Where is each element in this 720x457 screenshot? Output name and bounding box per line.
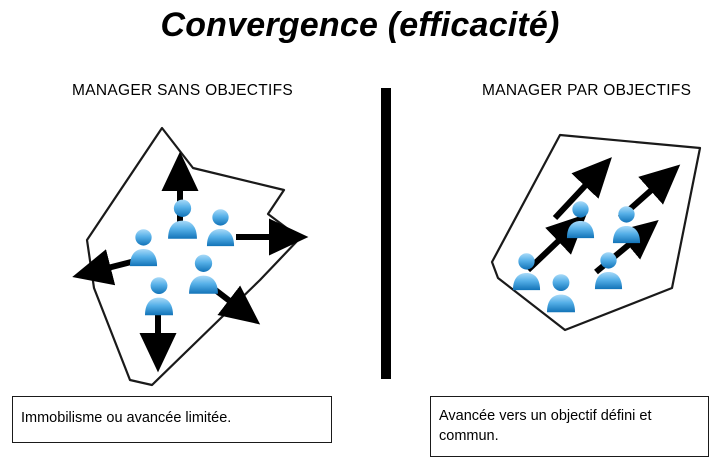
person-icon [168,199,197,239]
left-polygon-outline [85,126,302,387]
left-caption-box: Immobilisme ou avancée limitée. [12,396,332,443]
right-panel-heading: MANAGER PAR OBJECTIFS [482,82,692,99]
right-arrows [525,157,681,275]
left-caption-text: Immobilisme ou avancée limitée. [21,410,232,426]
person-icon [612,206,641,244]
vertical-divider-bar [381,88,391,379]
page-title: Convergence (efficacité) [160,6,560,44]
person-icon [206,209,235,247]
person-icon [566,201,595,239]
left-panel-heading: MANAGER SANS OBJECTIFS [72,82,294,99]
person-icon [145,277,173,316]
right-polygon-outline [490,133,702,332]
person-icon [512,253,541,291]
person-icon [547,274,575,313]
right-caption-text: Avancée vers un objectif défini et commu… [439,408,652,444]
person-icon [189,254,218,294]
left-arrows [72,151,309,373]
left-people-group [129,199,235,316]
person-icon [594,252,623,290]
right-caption-box: Avancée vers un objectif défini et commu… [430,396,709,457]
right-people-group [512,201,641,313]
person-icon [129,229,158,267]
